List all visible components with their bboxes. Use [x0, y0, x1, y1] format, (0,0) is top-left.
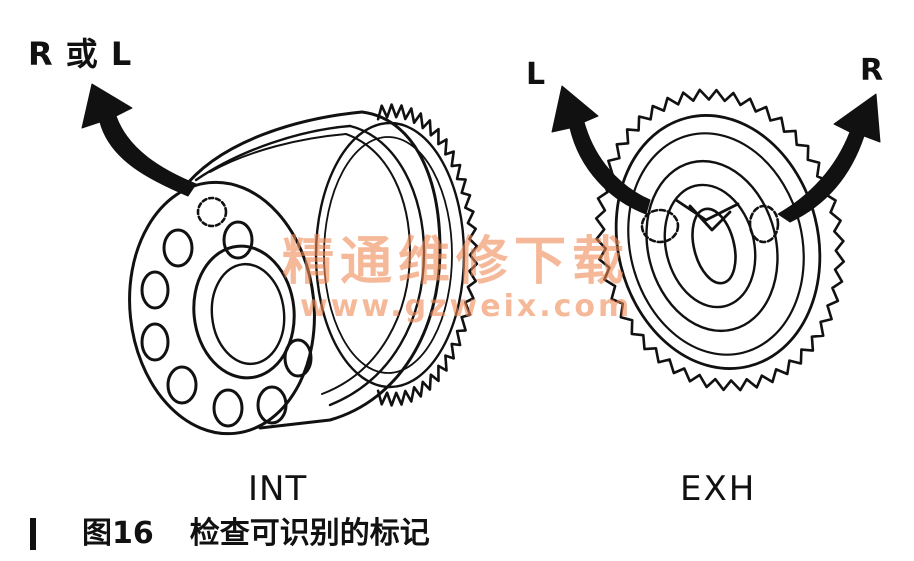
watermark-text: 精通维修下载	[282, 231, 631, 292]
exhaust-left-mark	[640, 208, 680, 244]
exhaust-right-arrow	[777, 93, 881, 223]
exhaust-front-face	[614, 114, 822, 370]
exhaust-right-label: R	[860, 53, 884, 88]
watermark-url: www.gzweix.com	[300, 289, 633, 324]
exhaust-right-mark	[748, 204, 780, 244]
intake-gear-label: INT	[248, 469, 308, 509]
intake-body	[180, 110, 442, 430]
intake-gear-teeth	[376, 103, 479, 407]
intake-front-face	[128, 180, 316, 436]
intake-direction-label: R 或 L	[28, 35, 133, 73]
exhaust-left-arrow	[551, 85, 651, 215]
figure-number: 图16	[82, 516, 154, 551]
intake-id-mark	[196, 196, 228, 228]
intake-bolt-holes	[140, 220, 313, 428]
exhaust-gear-teeth	[594, 88, 846, 392]
exhaust-sprocket	[594, 88, 846, 392]
intake-direction-arrow	[81, 83, 197, 197]
exhaust-pin	[674, 198, 740, 232]
caption-bar	[30, 518, 36, 550]
figure-caption: 图16 检查可识别的标记	[30, 514, 430, 554]
figure-title: 检查可识别的标记	[189, 516, 430, 551]
intake-sprocket	[128, 103, 479, 436]
exhaust-left-label: L	[526, 57, 546, 92]
exhaust-gear-label: EXH	[680, 469, 757, 509]
